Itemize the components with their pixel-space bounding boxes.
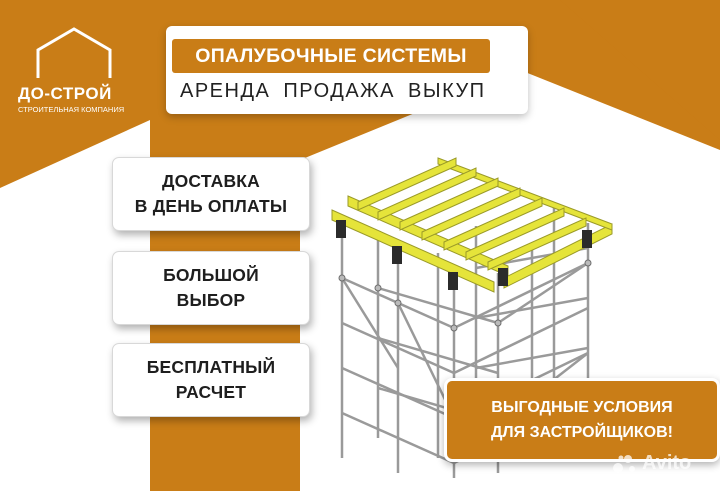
feature-card-calculation: БЕСПЛАТНЫЙ РАСЧЕТ [112, 343, 310, 417]
house-outline-icon [36, 27, 112, 78]
company-logo: ДО-СТРОЙ СТРОИТЕЛЬНАЯ КОМПАНИЯ [14, 26, 132, 116]
avito-dots-icon [613, 454, 635, 473]
feature-text: ДОСТАВКА В ДЕНЬ ОПЛАТЫ [134, 171, 288, 216]
promo-banner: ВЫГОДНЫЕ УСЛОВИЯ ДЛЯ ЗАСТРОЙЩИКОВ! [444, 378, 720, 462]
logo-subtitle: СТРОИТЕЛЬНАЯ КОМПАНИЯ [18, 105, 125, 114]
services-line: АРЕНДА ПРОДАЖА ВЫКУП [180, 80, 486, 102]
feature-text: БОЛЬШОЙ ВЫБОР [163, 265, 259, 310]
promo-text: ВЫГОДНЫЕ УСЛОВИЯ ДЛЯ ЗАСТРОЙЩИКОВ! [491, 399, 673, 441]
avito-watermark: Avito [612, 452, 691, 475]
headline: ОПАЛУБОЧНЫЕ СИСТЕМЫ [172, 39, 490, 73]
title-box: ОПАЛУБОЧНЫЕ СИСТЕМЫ АРЕНДА ПРОДАЖА ВЫКУП [166, 26, 528, 114]
logo-name: ДО-СТРОЙ [18, 84, 112, 103]
feature-card-choice: БОЛЬШОЙ ВЫБОР [112, 251, 310, 325]
watermark-text: Avito [642, 452, 692, 474]
feature-card-delivery: ДОСТАВКА В ДЕНЬ ОПЛАТЫ [112, 157, 310, 231]
feature-text: БЕСПЛАТНЫЙ РАСЧЕТ [146, 357, 276, 402]
